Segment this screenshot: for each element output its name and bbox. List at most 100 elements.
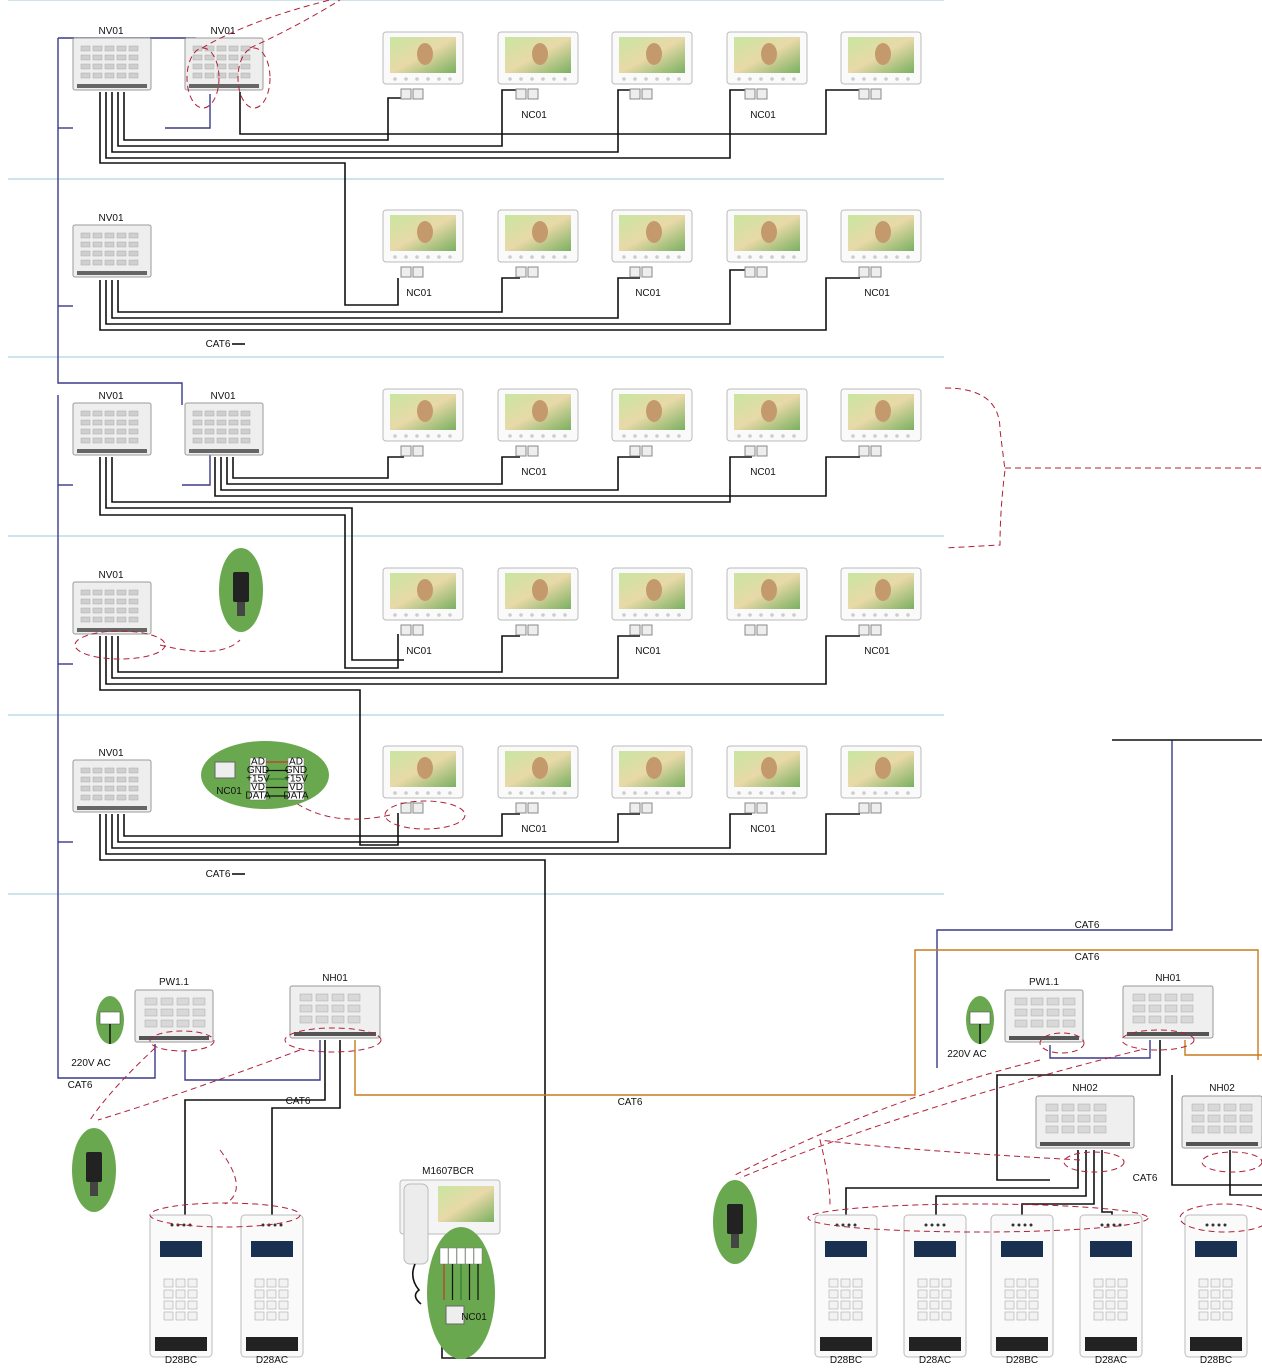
nv01-distributor: NV01 [72,570,152,635]
callout-leader [89,1047,156,1121]
nc01-junction [515,802,539,814]
outdoor-panel-d28ac [903,1214,967,1358]
cat6-wire [105,89,752,159]
indoor-monitor [840,31,922,85]
cat6-wire [99,814,546,1359]
m1607bcr-label: M1607BCR [422,1166,474,1177]
power-wire [1049,1040,1151,1059]
callout-leader [249,0,341,49]
d28bc-label: D28BC [1006,1355,1038,1366]
cat6-wire [105,269,752,325]
nh01-controller: NH01 [1122,973,1214,1039]
indoor-monitor [611,567,693,621]
nc01-junction [744,624,768,636]
power-wire [184,1040,321,1081]
nc01-junction [858,88,882,100]
cat6-wire [845,1150,1079,1215]
cat6-label: CAT6 [1075,920,1100,931]
nh01-controller: NH01 [289,973,381,1039]
callout-ring [384,800,466,830]
nv01-label: NV01 [98,748,123,759]
nc01-junction [744,802,768,814]
cat6-wire [1229,1150,1262,1196]
cat6-wire [239,89,860,135]
nv01-distributor: NV01 [184,26,264,91]
power-terminal-callout [966,996,994,1044]
nh02-label: NH02 [1072,1083,1098,1094]
cat6-wire [117,277,520,313]
cat6-wire [105,457,404,661]
callout-leader [97,1049,301,1121]
cat6-label: CAT6 [618,1097,643,1108]
cat6-wire [226,456,520,485]
cat6-wire [1021,1150,1095,1215]
pw-label: PW1.1 [159,977,189,988]
nc01-label: NC01 [635,288,661,299]
indoor-monitor [497,745,579,799]
cat6-wire [123,92,404,141]
cat6-wire [111,635,640,679]
callout-ring [149,1030,215,1052]
rj45-connector-callout [713,1180,757,1264]
nc01-junction [744,88,768,100]
nc01-label: NC01 [521,467,547,478]
power-wire [57,395,156,1079]
nh01-label: NH01 [1155,973,1181,984]
cat6-wire [111,277,640,319]
cat6-label: CAT6 [286,1096,311,1107]
d28ac-label: D28AC [1095,1355,1127,1366]
nc01-junction [858,266,882,278]
pin-label: DATA [245,791,271,802]
cat6-wire [123,813,520,837]
nv01-distributor: NV01 [72,26,152,91]
pin-label: GND [247,765,269,776]
nc01-junction [858,624,882,636]
power-wire [57,38,183,405]
indoor-monitor [382,388,464,442]
nv01-label: NV01 [98,26,123,37]
callout-leader [159,639,241,652]
d28ac-label: D28AC [256,1355,288,1366]
pw-label: PW1.1 [1029,977,1059,988]
callout-ring [807,1203,1149,1233]
nc01-junction [400,624,424,636]
nc01-junction [400,266,424,278]
cat6-wire [99,92,399,306]
nv01-label: NV01 [98,570,123,581]
nc01-label: NC01 [406,288,432,299]
pin-label: DATA [283,791,309,802]
indoor-monitor [497,388,579,442]
nc01-junction [858,445,882,457]
cat6-label: CAT6 [1133,1173,1158,1184]
nc01-junction [629,624,653,636]
indoor-monitor [497,567,579,621]
nc01-label: NC01 [521,824,547,835]
outdoor-panel-d28ac [240,1214,304,1358]
nv01-distributor: NV01 [184,391,264,456]
nh01-label: NH01 [322,973,348,984]
cat6-wire [1101,1150,1113,1215]
cat6-wire [1171,1075,1262,1186]
nc01-label: NC01 [461,1312,487,1323]
indoor-monitor [611,745,693,799]
power-wire [936,740,1173,1068]
cat6-label: CAT6 [206,339,231,350]
pin-label: GND [285,765,307,776]
nc01-label: NC01 [406,646,432,657]
nv01-label: NV01 [210,391,235,402]
callout-leader [739,1049,1141,1179]
nc01-junction [744,445,768,457]
callout-ring [1121,1029,1195,1051]
nc01-junction [744,266,768,278]
nc01-junction [515,266,539,278]
nv01-label: NV01 [98,391,123,402]
power-terminal-callout [96,996,124,1044]
pin-label: VD [251,782,265,793]
nc01-junction [515,445,539,457]
nc01-label: NC01 [216,786,242,797]
ac220-label: 220V AC [947,1049,986,1060]
indoor-monitor [726,567,808,621]
cat6-wire [105,635,860,685]
indoor-monitor [726,31,808,85]
cat6-wire [105,813,860,855]
